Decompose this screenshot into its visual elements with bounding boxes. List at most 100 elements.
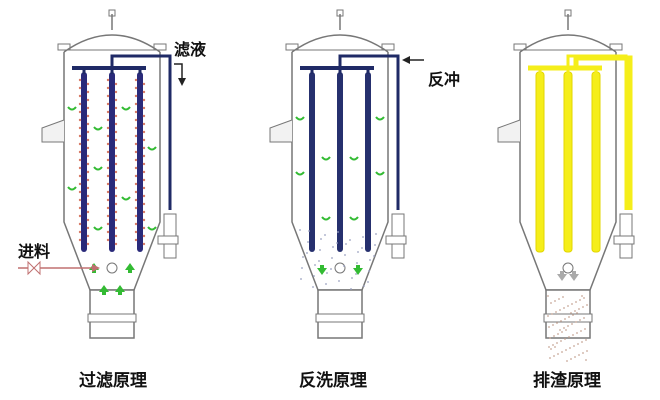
particle bbox=[585, 359, 587, 361]
particle bbox=[142, 242, 146, 246]
particle bbox=[114, 162, 118, 166]
filtrate-label: 滤液 bbox=[174, 40, 207, 59]
particle bbox=[106, 198, 110, 202]
particle bbox=[142, 170, 146, 174]
particle bbox=[134, 118, 138, 122]
flow-arrow-icon bbox=[99, 285, 109, 295]
outlet-pipe bbox=[110, 54, 172, 70]
particle bbox=[134, 150, 138, 154]
particle bbox=[570, 312, 572, 314]
particle bbox=[86, 202, 90, 206]
particle bbox=[564, 318, 566, 320]
particle bbox=[134, 222, 138, 226]
particle bbox=[547, 315, 549, 317]
particle bbox=[320, 238, 322, 240]
particle bbox=[314, 264, 316, 266]
particle bbox=[78, 86, 82, 90]
particle bbox=[106, 214, 110, 218]
particle bbox=[350, 288, 352, 290]
particle bbox=[106, 158, 110, 162]
flow-arrow-icon bbox=[147, 226, 157, 231]
particle bbox=[114, 98, 118, 102]
side-support bbox=[41, 119, 65, 143]
flow-arrow-icon bbox=[321, 216, 331, 221]
particle bbox=[78, 102, 82, 106]
particle bbox=[548, 326, 550, 328]
particle bbox=[106, 222, 110, 226]
vent-cap bbox=[336, 9, 344, 17]
particle bbox=[556, 342, 558, 344]
particle bbox=[367, 281, 369, 283]
particle bbox=[561, 331, 563, 333]
particle bbox=[583, 317, 585, 319]
particle bbox=[580, 330, 582, 332]
particle bbox=[114, 130, 118, 134]
flow-arrow-icon bbox=[93, 226, 103, 231]
caption-filtration: 过滤原理 bbox=[79, 371, 147, 391]
particle bbox=[556, 322, 558, 324]
particle bbox=[78, 158, 82, 162]
particle bbox=[572, 314, 574, 316]
particle bbox=[583, 297, 585, 299]
backwash-label: 反冲 bbox=[428, 70, 461, 89]
caption-backwash: 反洗原理 bbox=[299, 371, 367, 391]
particle bbox=[552, 344, 554, 346]
particle bbox=[86, 226, 90, 230]
particle bbox=[566, 360, 568, 362]
particle bbox=[568, 316, 570, 318]
particle bbox=[307, 241, 309, 243]
valve-icon bbox=[27, 260, 41, 276]
particle bbox=[563, 327, 565, 329]
valve-icon bbox=[619, 243, 633, 259]
filter-element-3 bbox=[137, 72, 143, 252]
particle bbox=[134, 198, 138, 202]
particle bbox=[78, 94, 82, 98]
flow-arrow-icon bbox=[115, 285, 125, 295]
particle bbox=[106, 126, 110, 130]
flow-arrow-icon bbox=[295, 171, 305, 176]
particle bbox=[299, 229, 301, 231]
particle bbox=[308, 230, 310, 232]
particle bbox=[78, 190, 82, 194]
vent-cap bbox=[564, 9, 572, 17]
side-support bbox=[497, 119, 521, 143]
particle bbox=[313, 275, 315, 277]
particle bbox=[572, 334, 574, 336]
flow-arrow-icon bbox=[557, 271, 567, 281]
particle bbox=[319, 249, 321, 251]
particle bbox=[551, 313, 553, 315]
valve-icon bbox=[619, 213, 633, 237]
flow-arrow-icon bbox=[125, 263, 135, 273]
particle bbox=[86, 98, 90, 102]
particle bbox=[78, 238, 82, 242]
outlet-pipe bbox=[338, 54, 400, 70]
particle bbox=[552, 324, 554, 326]
particle bbox=[134, 230, 138, 234]
particle bbox=[362, 236, 364, 238]
particle bbox=[114, 218, 118, 222]
particle bbox=[578, 308, 580, 310]
particle bbox=[78, 142, 82, 146]
particle bbox=[373, 255, 375, 257]
flow-arrow-icon bbox=[349, 156, 359, 161]
particle bbox=[142, 178, 146, 182]
vessels-layer bbox=[41, 9, 635, 362]
particle bbox=[369, 259, 371, 261]
flow-arrow-icon bbox=[92, 264, 100, 272]
flow-arrow-icon bbox=[402, 56, 410, 64]
outlet-flange bbox=[87, 313, 137, 323]
flow-arrow-icon bbox=[93, 126, 103, 131]
particle bbox=[134, 142, 138, 146]
particle bbox=[86, 210, 90, 214]
particle bbox=[567, 305, 569, 307]
particle bbox=[349, 239, 351, 241]
particle bbox=[326, 272, 328, 274]
particle bbox=[581, 341, 583, 343]
particle bbox=[557, 353, 559, 355]
valve-flange bbox=[613, 235, 635, 245]
particle bbox=[375, 233, 377, 235]
flow-arrow-icon bbox=[121, 106, 131, 111]
particle bbox=[560, 320, 562, 322]
outlet-flange bbox=[543, 313, 593, 323]
particle bbox=[301, 267, 303, 269]
